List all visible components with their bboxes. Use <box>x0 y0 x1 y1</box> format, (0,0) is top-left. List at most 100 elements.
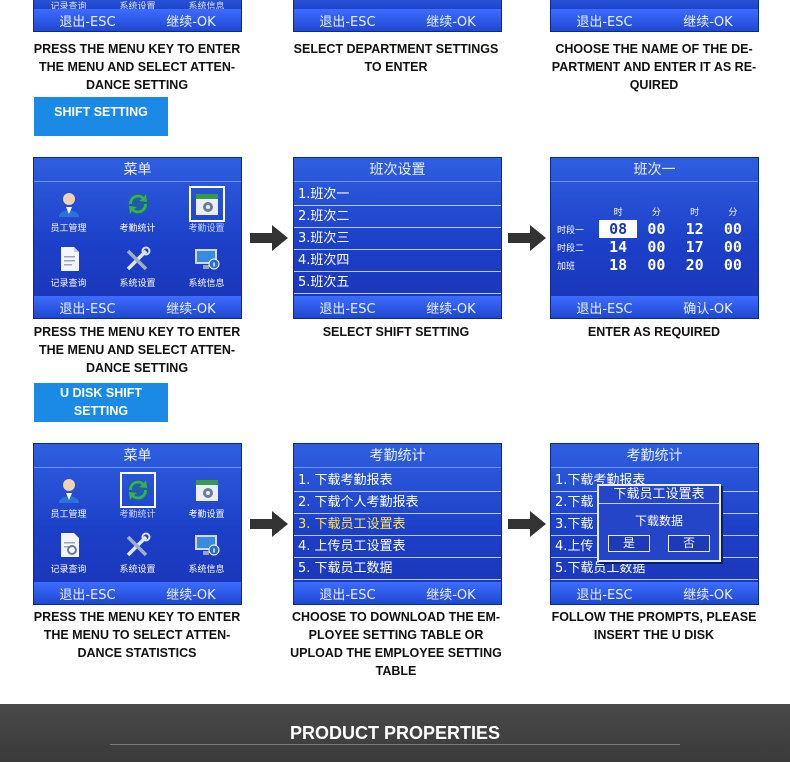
caption-udisk-2: CHOOSE TO DOWNLOAD THE EM- PLOYEE SETTIN… <box>290 610 502 678</box>
menu-item-system-settings[interactable]: 系统设置 <box>103 525 172 580</box>
menu-label-system-settings: 系统设置 <box>119 2 156 12</box>
menu-item-label: 系统信息 <box>188 279 225 289</box>
menu-item-system-info[interactable]: 系统信息 <box>172 525 241 580</box>
menu-item-attendance-stats[interactable]: 考勤统计 <box>103 184 172 239</box>
caption-top-3: CHOOSE THE NAME OF THE DE- PARTMENT AND … <box>551 42 757 92</box>
time-row: 时段二 14 00 17 00 <box>557 238 752 256</box>
menu-item-label: 考勤统计 <box>119 224 156 234</box>
time-field[interactable]: 14 <box>609 238 628 256</box>
list-item[interactable]: 1. 下载考勤报表 <box>294 470 501 492</box>
screen-footer: 退出-ESC 确认-OK <box>551 296 758 318</box>
menu-item-system-settings[interactable]: 系统设置 <box>103 239 172 294</box>
screen-footer: 退出-ESC 继续-OK <box>551 582 758 604</box>
shift-list: 1.班次一 2.班次二 3.班次三 4.班次四 5.班次五 <box>294 184 501 294</box>
menu-item-label: 员工管理 <box>50 510 87 520</box>
ok-label: 继续-OK <box>166 301 216 317</box>
document-icon <box>54 244 84 274</box>
list-item[interactable]: 3.班次三 <box>294 228 501 250</box>
menu-item-records[interactable]: 记录查询 <box>34 239 103 294</box>
esc-label: 退出-ESC <box>319 14 376 30</box>
time-field[interactable]: 17 <box>685 238 704 256</box>
list-item[interactable]: 5.下载员工数据 <box>551 558 758 580</box>
caption-top-2: SELECT DEPARTMENT SETTINGS TO ENTER <box>293 42 499 74</box>
hour-header: 时 <box>613 207 623 218</box>
arrow-right-icon <box>250 511 288 537</box>
list-item[interactable]: 4.班次四 <box>294 250 501 272</box>
time-field[interactable]: 00 <box>723 238 742 256</box>
esc-label: 退出-ESC <box>59 587 116 603</box>
yes-button[interactable]: 是 <box>608 535 650 552</box>
top-screen-department: 退出-ESC 继续-OK <box>293 0 502 32</box>
esc-label: 退出-ESC <box>576 14 633 30</box>
esc-label: 退出-ESC <box>319 301 376 317</box>
screen-title: 菜单 <box>34 444 241 468</box>
time-row: 加班 18 00 20 00 <box>557 256 752 274</box>
menu-item-records[interactable]: 记录查询 <box>34 525 103 580</box>
caption-shift-3: ENTER AS REQUIRED <box>587 325 721 339</box>
list-item[interactable]: 3. 下载员工设置表 <box>294 514 501 536</box>
menu-item-label: 记录查询 <box>50 279 87 289</box>
download-dialog: 下载员工设置表 下载数据 是 否 <box>597 484 721 562</box>
calendar-gear-icon <box>192 475 222 505</box>
screen-footer: 退出-ESC 继续-OK <box>34 296 241 318</box>
list-item[interactable]: 2.班次二 <box>294 206 501 228</box>
menu-item-label: 考勤设置 <box>188 224 225 234</box>
arrow-right-icon <box>508 511 546 537</box>
time-field[interactable]: 20 <box>685 256 704 274</box>
menu-item-employee[interactable]: 员工管理 <box>34 470 103 525</box>
menu-item-attendance-stats[interactable]: 考勤统计 <box>103 470 172 525</box>
period-label: 加班 <box>557 261 576 272</box>
no-button[interactable]: 否 <box>668 535 710 552</box>
shift-time-screen: 班次一 时 分 时 分 时段一 08 00 12 00 时段二 14 00 17… <box>550 157 759 319</box>
screen-title: 班次设置 <box>294 158 501 182</box>
menu-item-label: 记录查询 <box>50 565 87 575</box>
menu-item-attendance-settings[interactable]: 考勤设置 <box>172 184 241 239</box>
screen-title: 班次一 <box>551 158 758 182</box>
arrow-right-icon <box>250 225 288 251</box>
list-item[interactable]: 2. 下载个人考勤报表 <box>294 492 501 514</box>
esc-label: 退出-ESC <box>576 587 633 603</box>
dialog-message: 下载数据 <box>634 514 683 528</box>
time-field[interactable]: 00 <box>647 220 666 238</box>
section-tag-udisk-shift-setting: U DISK SHIFT SETTING <box>34 383 168 422</box>
esc-label: 退出-ESC <box>59 301 116 317</box>
arrow-right-icon <box>508 225 546 251</box>
list-item[interactable]: 1.班次一 <box>294 184 501 206</box>
top-screen-menu: 记录查询 系统设置 系统信息 退出-ESC 继续-OK <box>33 0 242 32</box>
caption-udisk-1: PRESS THE MENU KEY TO ENTER THE MENU TO … <box>33 610 241 660</box>
time-field[interactable]: 18 <box>609 256 628 274</box>
dialog-buttons: 是 否 <box>599 535 719 552</box>
document-search-icon <box>54 530 84 560</box>
menu-item-label: 系统设置 <box>119 565 156 575</box>
ok-label: 继续-OK <box>166 14 216 30</box>
menu-label-system-info: 系统信息 <box>188 2 225 12</box>
esc-label: 退出-ESC <box>59 14 116 30</box>
menu-item-label: 员工管理 <box>50 224 87 234</box>
band-title: PRODUCT PROPERTIES <box>289 722 501 743</box>
screen-footer: 退出-ESC 继续-OK <box>294 296 501 318</box>
list-item[interactable]: 5.班次五 <box>294 272 501 294</box>
menu-item-attendance-settings[interactable]: 考勤设置 <box>172 470 241 525</box>
menu-item-label: 考勤设置 <box>188 510 225 520</box>
ok-label: 继续-OK <box>166 587 216 603</box>
download-prompt-screen: 考勤统计 1.下载考勤报表 2.下载 3.下载 4.上传 5.下载员工数据 下载… <box>550 443 759 605</box>
list-item[interactable]: 4. 上传员工设置表 <box>294 536 501 558</box>
time-field[interactable]: 00 <box>723 220 742 238</box>
person-icon <box>54 189 84 219</box>
screen-footer: 退出-ESC 继续-OK <box>294 9 501 31</box>
time-field[interactable]: 00 <box>647 238 666 256</box>
ok-label: 确认-OK <box>683 301 733 317</box>
time-field[interactable]: 00 <box>723 256 742 274</box>
list-item[interactable]: 5. 下载员工数据 <box>294 558 501 580</box>
section-tag-shift-setting: SHIFT SETTING <box>34 97 168 136</box>
menu-item-system-info[interactable]: 系统信息 <box>172 239 241 294</box>
time-field[interactable]: 00 <box>647 256 666 274</box>
screen-title: 考勤统计 <box>551 444 758 468</box>
time-field[interactable]: 12 <box>685 220 704 238</box>
menu-item-employee[interactable]: 员工管理 <box>34 184 103 239</box>
time-field[interactable]: 08 <box>599 220 638 238</box>
refresh-globe-icon <box>123 189 153 219</box>
period-label: 时段二 <box>557 243 585 254</box>
time-row: 时段一 08 00 12 00 <box>557 220 752 238</box>
screen-footer: 退出-ESC 继续-OK <box>551 9 758 31</box>
